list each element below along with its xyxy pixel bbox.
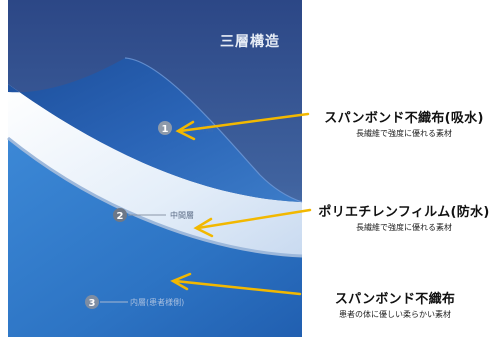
outer-layer-crease bbox=[124, 57, 303, 203]
callout-3-title: スパンボンド不織布 bbox=[334, 292, 456, 307]
layer-3-badge bbox=[85, 295, 99, 309]
arrow-layer-2 bbox=[193, 208, 312, 238]
callout-1-desc: 長繊維で強度に優れる素材 bbox=[356, 129, 452, 138]
callout-layer-1: スパンボンド不織布(吸水) 長繊維で強度に優れる素材 bbox=[318, 107, 490, 139]
layer-3-inline-label: 内層(患者様側) bbox=[130, 297, 184, 307]
figure-heading: 三層構造 bbox=[220, 33, 280, 50]
film-layer bbox=[8, 84, 302, 256]
arrow-layer-1 bbox=[175, 112, 310, 141]
callout-1-title: スパンボンド不織布(吸水) bbox=[324, 111, 484, 126]
outer-layer bbox=[8, 58, 302, 202]
layer-1-number: 1 bbox=[162, 124, 169, 135]
callout-layer-3: スパンボンド不織布 患者の体に優しい柔らかい素材 bbox=[300, 288, 490, 320]
layer-3-number: 3 bbox=[89, 298, 96, 309]
callout-2-desc: 長繊維で強度に優れる素材 bbox=[356, 223, 452, 232]
layer-2-inline-label: 中間層 bbox=[170, 210, 194, 220]
layer-2-badge bbox=[113, 208, 127, 222]
film-edge-shadow bbox=[7, 136, 303, 258]
callout-3-desc: 患者の体に優しい柔らかい素材 bbox=[339, 310, 451, 319]
layer-1-badge bbox=[158, 121, 172, 135]
callout-2-title: ポリエチレンフィルム(防水) bbox=[318, 205, 490, 220]
callout-layer-2: ポリエチレンフィルム(防水) 長繊維で強度に優れる素材 bbox=[311, 201, 497, 233]
arrow-layer-3 bbox=[170, 272, 302, 296]
layer-2-number: 2 bbox=[117, 211, 124, 222]
